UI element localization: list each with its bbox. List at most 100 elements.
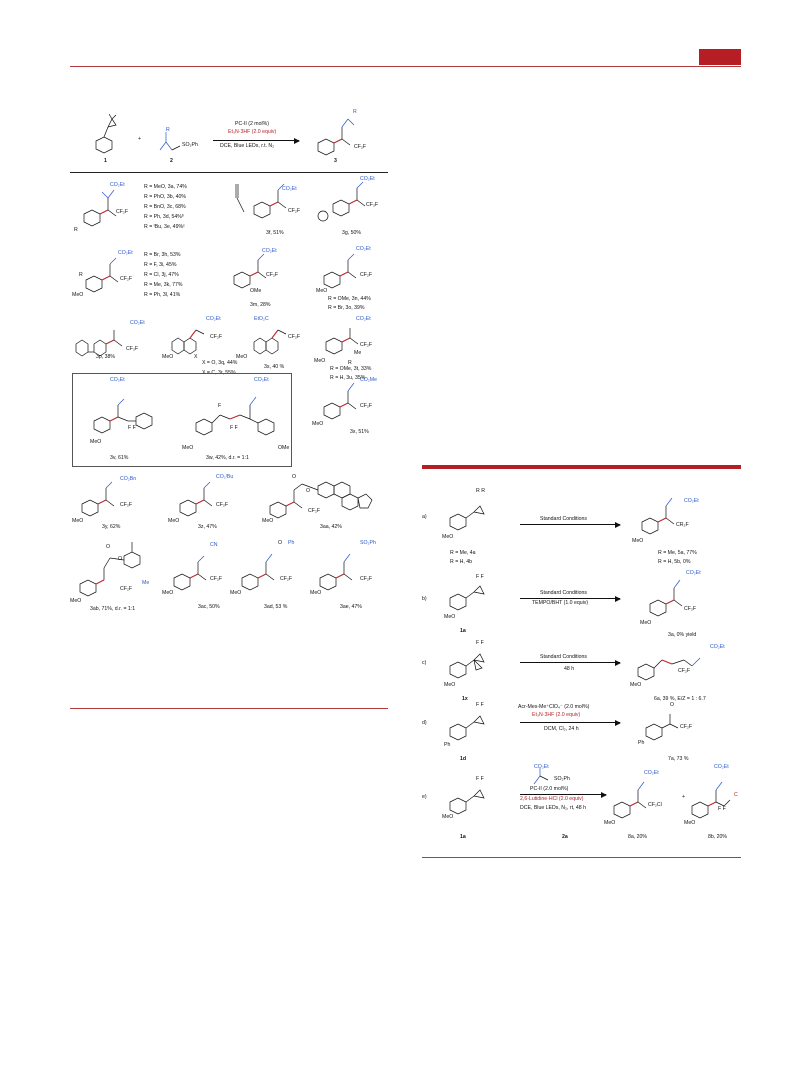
experiment-e-arrow [520,791,607,798]
meo-label: MeO [230,590,242,596]
meo-label: MeO [630,682,642,688]
product-6a-yield: 6a, 39 %, E/Z = 1 : 6.7 [654,696,706,702]
cf2f-label: CF₂F [210,576,223,582]
co2et-label: CO₂Et [110,182,125,188]
plus-sign: + [138,136,142,142]
scope-3h: R = Br, 3h, 53% [144,252,181,258]
scope-3q: X = O, 3q, 44% [202,360,238,366]
meo-label: MeO [182,445,194,451]
substrate-1d-structure [449,715,485,741]
cf2cl-label: CF₂Cl [648,802,662,808]
cf2f-label: CF₂F [120,586,133,592]
experiment-c-label: c) [422,660,427,666]
ome-label: OMe [250,288,262,294]
experiment-e-label: e) [422,794,427,800]
ph-label: Ph [288,540,295,546]
cf2f-label: CF₂F [216,502,229,508]
substrate-1a-structure [449,789,485,815]
scope-3i: R = F, 3i, 45% [144,262,177,268]
meo-label: MeO [640,620,652,626]
meo-label: MeO [316,288,328,294]
cf2f-label: CF₂F [120,276,133,282]
co2et-label: CO₂Et [714,764,729,770]
reagent-2-structure [159,132,181,151]
product-8b-yield: 8b, 20% [708,834,728,840]
experiment-d-label: d) [422,720,427,726]
experiment-d-condition-3: DCM, Cl₂, 24 h [544,726,579,732]
experiment-c-arrow [520,659,621,666]
cf2f-label: CF₂F [116,209,129,215]
cf2f-label: CF₂F [360,342,373,348]
co2et-label: CO₂Et [356,246,371,252]
product-7a-yield: 7a, 73 % [668,756,689,762]
scope-3t: R = OMe, 3t, 33% [330,366,372,372]
scope-3z: 3z, 47% [198,524,217,530]
cf2f-label: CF₂F [680,724,693,730]
product-5b: R = H, 5b, 0% [658,559,691,565]
scope-3u: R = H, 3u, 35% [330,375,366,381]
experiment-a-condition: Standard Conditions [540,516,588,522]
scope-3p: 3p, 38% [96,354,116,360]
experiment-a-label: a) [422,514,427,520]
scope-3n: R = OMe, 3n, 44% [328,296,371,302]
header-rule [70,66,741,67]
meo-label: MeO [444,682,456,688]
scope-3f: 3f, 51% [266,230,284,236]
meo-label: MeO [162,590,174,596]
experiment-d-arrow [520,719,621,726]
cf2f-label: CF₂F [684,606,697,612]
product-7a-structure [645,714,679,741]
meo-label: MeO [684,820,696,826]
co2bn-label: CO₂Bn [120,476,137,482]
meo-label: MeO [72,292,84,298]
meo-label: MeO [90,439,102,445]
f-label: F F [476,776,484,782]
ketone-o-label: O [670,702,675,708]
condition-solvent: DCE, Blue LEDs, r.t. N₂ [220,143,275,149]
co2et-label: CO₂Et [644,770,659,776]
ph-label: Ph [444,742,451,748]
meo-label: MeO [162,354,174,360]
scheme-divider [70,172,388,173]
compound-3ad-structure [241,553,275,591]
product-3-structure [317,118,355,156]
reagent-2a: 2a [562,834,568,840]
cf2f-label: CF₂F [360,272,373,278]
meo-label: MeO [70,598,82,604]
compound-3q-structure [171,329,205,355]
co2et-label: CO₂Et [710,644,725,650]
experiment-a: a) R R MeO R = Me, 4a R = H, 4b Standard… [422,478,742,570]
substrate-1x: 1x [462,696,468,702]
header-accent-bar [699,49,741,65]
scope-row-4: CO₂Et F F MeO 3v, 61% F CO₂Et F F MeO OM… [70,373,388,467]
meo-label: MeO [310,590,322,596]
so2ph-label: SO₂Ph [554,776,570,782]
co2et-label: CO₂Et [262,248,277,254]
cf2f-label: CF₂F [126,346,139,352]
product-8b-structure [691,781,731,819]
product-8a-structure [613,781,647,819]
ester-o-label: O [306,488,311,494]
f-label: F F [230,425,238,431]
experiment-d-condition-2: Et₃N·3HF (2.0 equiv) [532,712,581,718]
meo-label: MeO [442,534,454,540]
ketone-o-label: O [278,540,283,546]
cf2f-label: CF₂F [288,208,301,214]
experiment-b-condition-1: Standard Conditions [540,590,588,596]
experiment-e-condition-3: DCE, Blue LEDs, N₂, rt, 48 h [520,805,587,811]
ester-o-label: O [292,474,297,480]
product-3a-structure [649,579,683,617]
experiment-c: c) F F MeO 1x Standard Conditions 48 h C… [422,640,742,706]
scope-3y: 3y, 62% [102,524,121,530]
substrate-1d: 1d [460,756,467,762]
product-r2-label: R [353,109,357,115]
co2tbu-label: CO₂ᵗBu [216,474,234,480]
me-label: Me [142,580,150,586]
scope-row-1: CO₂Et CF₂F R R = MeO, 3a, 74% R = PhO, 3… [70,176,388,246]
f-label: F F [718,806,726,812]
scope-3v: 3v, 61% [110,455,129,461]
compound-3ac-structure [173,555,207,591]
scope-row-6: O O Me CF₂F MeO 3ab, 71%, d.r. = 1:1 CN … [70,536,388,614]
scope-3e: R = ᵗBu, 3e, 49%ᶜ [144,224,185,230]
meo-label: MeO [632,538,644,544]
